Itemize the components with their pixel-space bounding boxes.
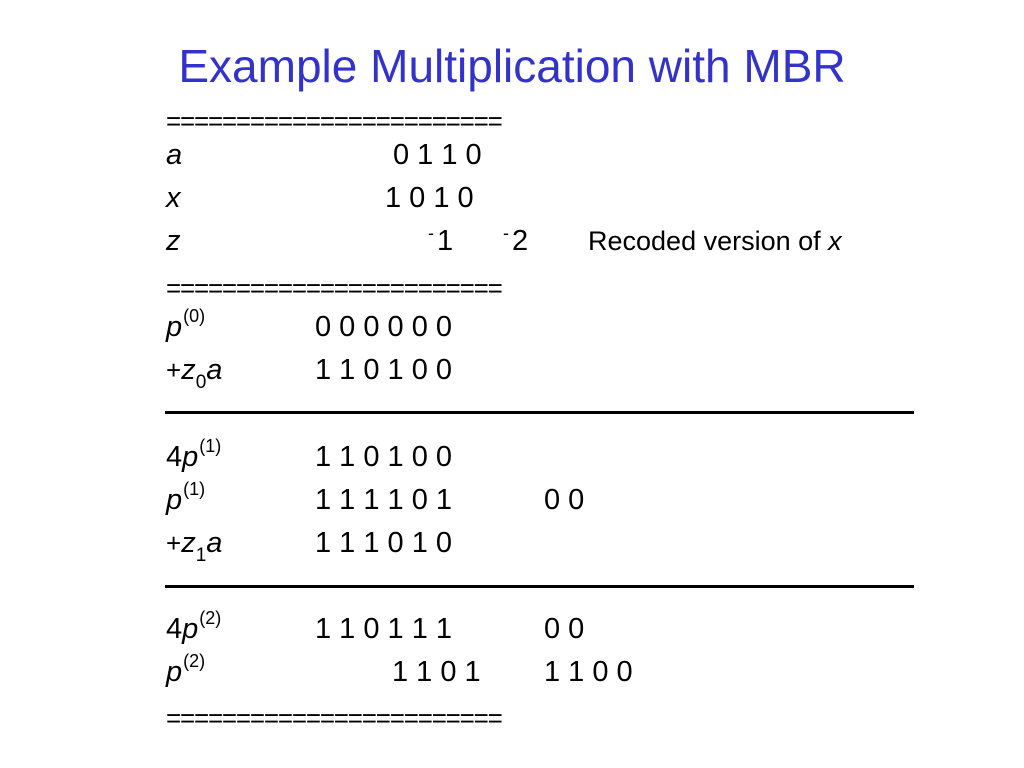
p0-sup: (0) <box>183 306 206 326</box>
label-z0a: +z0a <box>166 353 223 393</box>
label-p1: p(1) <box>166 479 205 520</box>
recoded-note-text: Recoded version of <box>588 226 821 256</box>
sum-rule-1 <box>165 411 914 414</box>
label-4p2: 4p(2) <box>166 608 221 649</box>
digits-z1a: 1 1 1 0 1 0 <box>315 527 453 559</box>
recoded-note-var: x <box>828 226 842 256</box>
4p1-var: p <box>182 441 199 473</box>
digits-z0a: 1 1 0 1 0 0 <box>315 354 453 386</box>
z0a-sub: 0 <box>195 372 207 393</box>
digits-a: 0 1 1 0 <box>393 139 482 171</box>
sum-rule-2 <box>165 585 914 588</box>
z0a-var: z <box>181 354 196 386</box>
p0-var: p <box>166 311 183 343</box>
digits-p0: 0 0 0 0 0 0 <box>315 311 453 343</box>
label-x: x <box>166 182 181 214</box>
label-4p1: 4p(1) <box>166 436 221 477</box>
z1a-plus: + <box>166 528 182 558</box>
z0a-plus: + <box>166 355 182 385</box>
4p1-sup: (1) <box>199 436 222 456</box>
label-p2: p(2) <box>166 651 205 692</box>
separator-bottom: ======================== <box>166 703 503 733</box>
z-digit1-bar: - <box>428 223 434 243</box>
4p2-var: p <box>182 613 199 645</box>
p2-var: p <box>166 656 183 688</box>
p2-sup: (2) <box>183 651 206 671</box>
z0a-var2: a <box>206 354 223 386</box>
z-digit2-bar: - <box>503 223 509 243</box>
digits-4p1: 1 1 0 1 0 0 <box>315 441 453 473</box>
digits-p2-extra: 1 1 0 0 <box>544 656 633 688</box>
separator-middle: ======================== <box>166 273 503 303</box>
4p2-sup: (2) <box>199 608 222 628</box>
z1a-var2: a <box>206 527 223 559</box>
label-z: z <box>166 225 181 257</box>
z1a-var: z <box>181 527 196 559</box>
label-a: a <box>166 139 183 171</box>
z-digit1: 1 <box>437 225 454 257</box>
p1-sup: (1) <box>183 479 206 499</box>
digits-4p2-extra: 0 0 <box>544 613 585 645</box>
z1a-sub: 1 <box>195 545 207 566</box>
slide-title: Example Multiplication with MBR <box>178 40 846 92</box>
digits-4p2: 1 1 0 1 1 1 <box>315 613 453 645</box>
z-digit2: 2 <box>512 225 529 257</box>
4p1-coef: 4 <box>166 441 183 473</box>
p1-var: p <box>166 484 183 516</box>
z-digit-neg2: -2 <box>503 223 529 261</box>
digits-x: 1 0 1 0 <box>385 182 474 214</box>
label-z1a: +z1a <box>166 526 223 566</box>
digits-p2: 1 1 0 1 <box>392 656 481 688</box>
digits-p1: 1 1 1 1 0 1 <box>315 484 453 516</box>
recoded-note: Recoded version of x <box>588 224 842 258</box>
z-digit-neg1: -1 <box>428 223 454 261</box>
separator-top: ======================== <box>166 106 503 136</box>
label-p0: p(0) <box>166 306 205 347</box>
4p2-coef: 4 <box>166 613 183 645</box>
digits-p1-extra: 0 0 <box>544 484 585 516</box>
